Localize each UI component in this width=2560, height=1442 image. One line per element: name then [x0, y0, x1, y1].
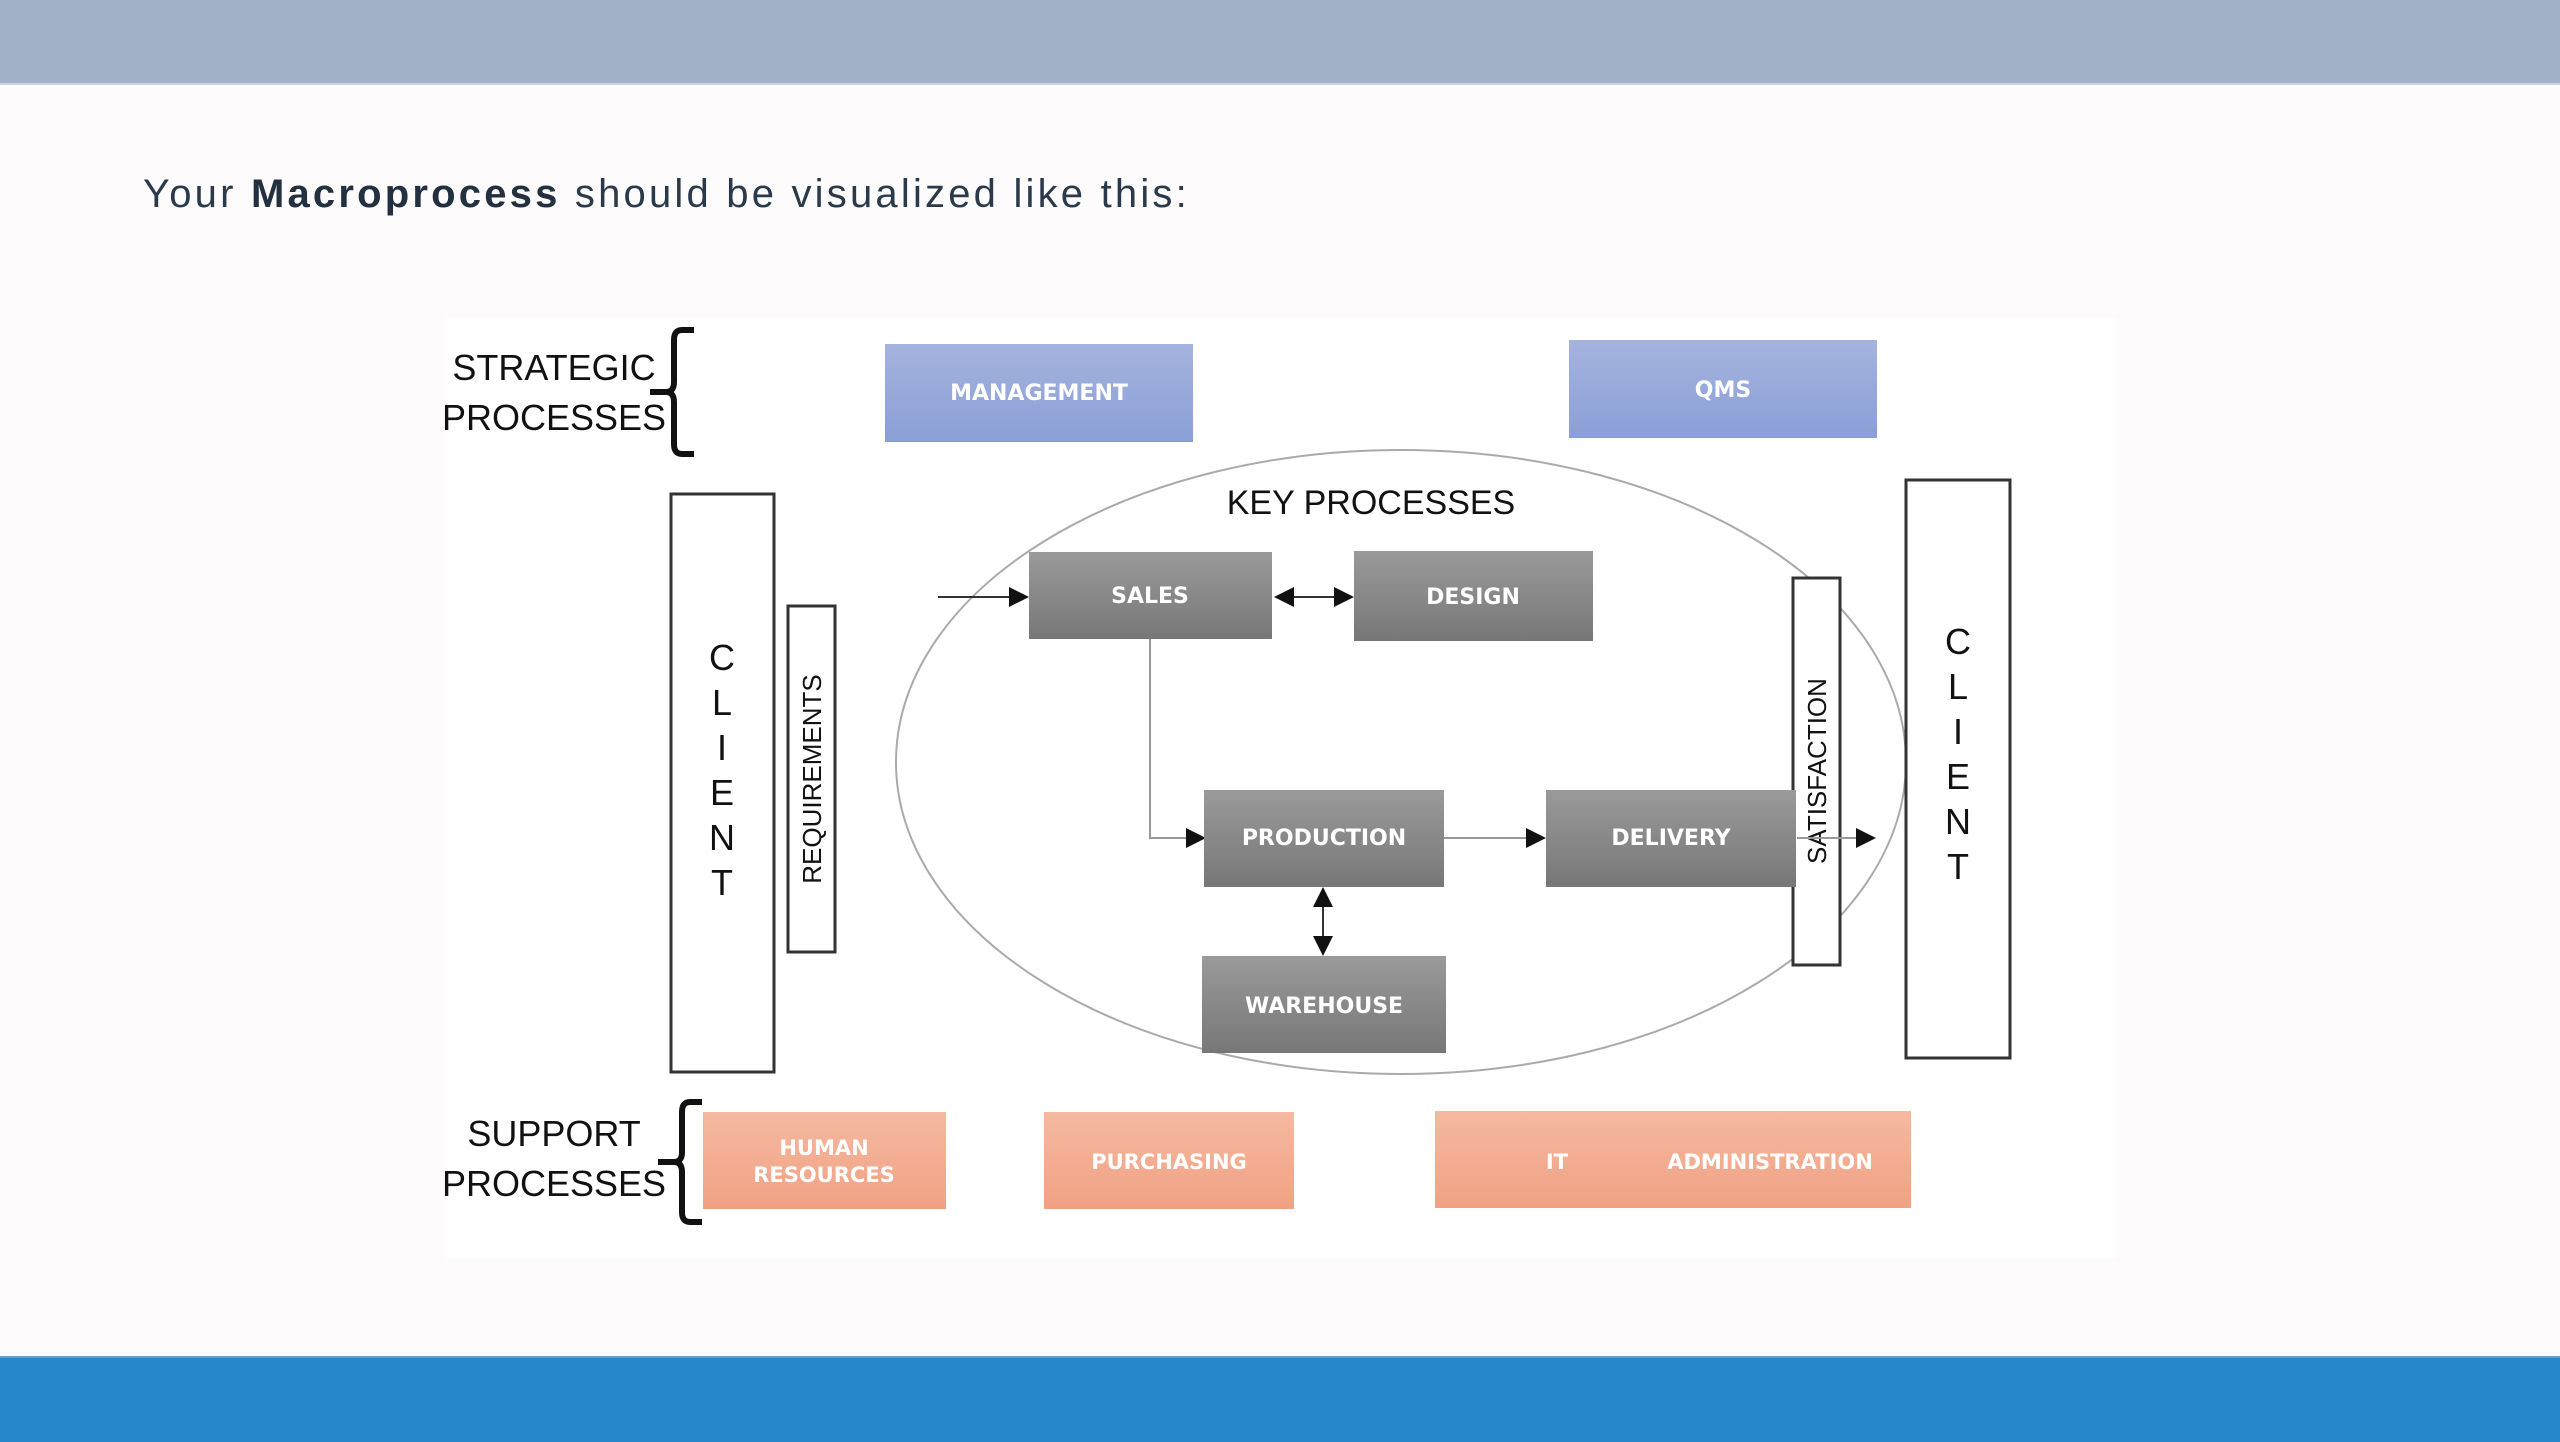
satisfaction-box [1791, 576, 1842, 967]
right-client-box [1904, 478, 2012, 1060]
key-box-design: DESIGN [1354, 551, 1593, 641]
strategic-label-line2: PROCESSES [444, 397, 666, 438]
svg-text:PRODUCTION: PRODUCTION [1242, 826, 1406, 851]
svg-text:QMS: QMS [1695, 378, 1751, 403]
footer-bar [0, 1356, 2560, 1442]
support-box-purchasing: PURCHASING [1044, 1112, 1294, 1209]
left-client-letter: N [709, 817, 735, 858]
svg-text:DESIGN: DESIGN [1426, 585, 1520, 610]
left-client-letter: I [717, 727, 727, 768]
left-client-letter: L [712, 682, 732, 723]
right-client-letter: N [1945, 801, 1971, 842]
right-client-letter: L [1948, 666, 1968, 707]
diagram-canvas: STRATEGIC PROCESSES MANAGEMENT QMS KEY P… [444, 327, 2012, 1225]
support-label-line1: SUPPORT [467, 1113, 640, 1154]
macroprocess-diagram: STRATEGIC PROCESSES MANAGEMENT QMS KEY P… [444, 318, 2118, 1258]
left-client-letter: C [709, 637, 735, 678]
intro-emphasis: Macroprocess [250, 172, 561, 216]
svg-text:DELIVERY: DELIVERY [1611, 826, 1731, 851]
key-processes-title: KEY PROCESSES [1227, 484, 1516, 522]
right-client-letter: C [1945, 621, 1971, 662]
right-client-letter: E [1946, 756, 1970, 797]
header-bar [0, 0, 2560, 85]
right-client-letter: I [1953, 711, 1963, 752]
svg-text:IT: IT [1546, 1150, 1569, 1174]
svg-text:WAREHOUSE: WAREHOUSE [1245, 994, 1403, 1019]
strategic-box-management: MANAGEMENT [885, 344, 1193, 442]
strategic-label-line1: STRATEGIC [452, 347, 655, 388]
left-client-letter: E [710, 772, 734, 813]
intro-text: Your Macroprocess should be visualized l… [143, 172, 1190, 217]
svg-text:RESOURCES: RESOURCES [753, 1163, 895, 1187]
key-box-warehouse: WAREHOUSE [1202, 956, 1446, 1053]
support-box-administration: ADMINISTRATION [1629, 1111, 1911, 1208]
svg-text:HUMAN: HUMAN [779, 1136, 868, 1160]
connector-sales-production [1149, 624, 1202, 839]
svg-text:SALES: SALES [1111, 584, 1189, 609]
left-client-box [669, 492, 776, 1074]
intro-suffix: should be visualized like this: [560, 172, 1190, 216]
svg-text:PURCHASING: PURCHASING [1091, 1150, 1247, 1174]
satisfaction-label: SATISFACTION [1802, 678, 1832, 864]
support-label-line2: PROCESSES [444, 1163, 666, 1204]
intro-prefix: Your [143, 172, 251, 216]
key-box-delivery: DELIVERY [1546, 790, 1796, 887]
svg-text:MANAGEMENT: MANAGEMENT [950, 381, 1128, 406]
support-brace [658, 1099, 702, 1225]
requirements-box [786, 604, 837, 954]
support-box-human-resources: HUMAN RESOURCES [703, 1112, 946, 1209]
strategic-brace [650, 327, 694, 457]
strategic-box-qms: QMS [1569, 340, 1877, 438]
requirements-label: REQUIREMENTS [797, 674, 827, 883]
right-client-letter: T [1947, 846, 1969, 887]
left-client-letter: T [711, 862, 733, 903]
key-box-sales: SALES [1029, 552, 1272, 639]
svg-text:ADMINISTRATION: ADMINISTRATION [1667, 1150, 1873, 1174]
key-box-production: PRODUCTION [1204, 790, 1444, 887]
